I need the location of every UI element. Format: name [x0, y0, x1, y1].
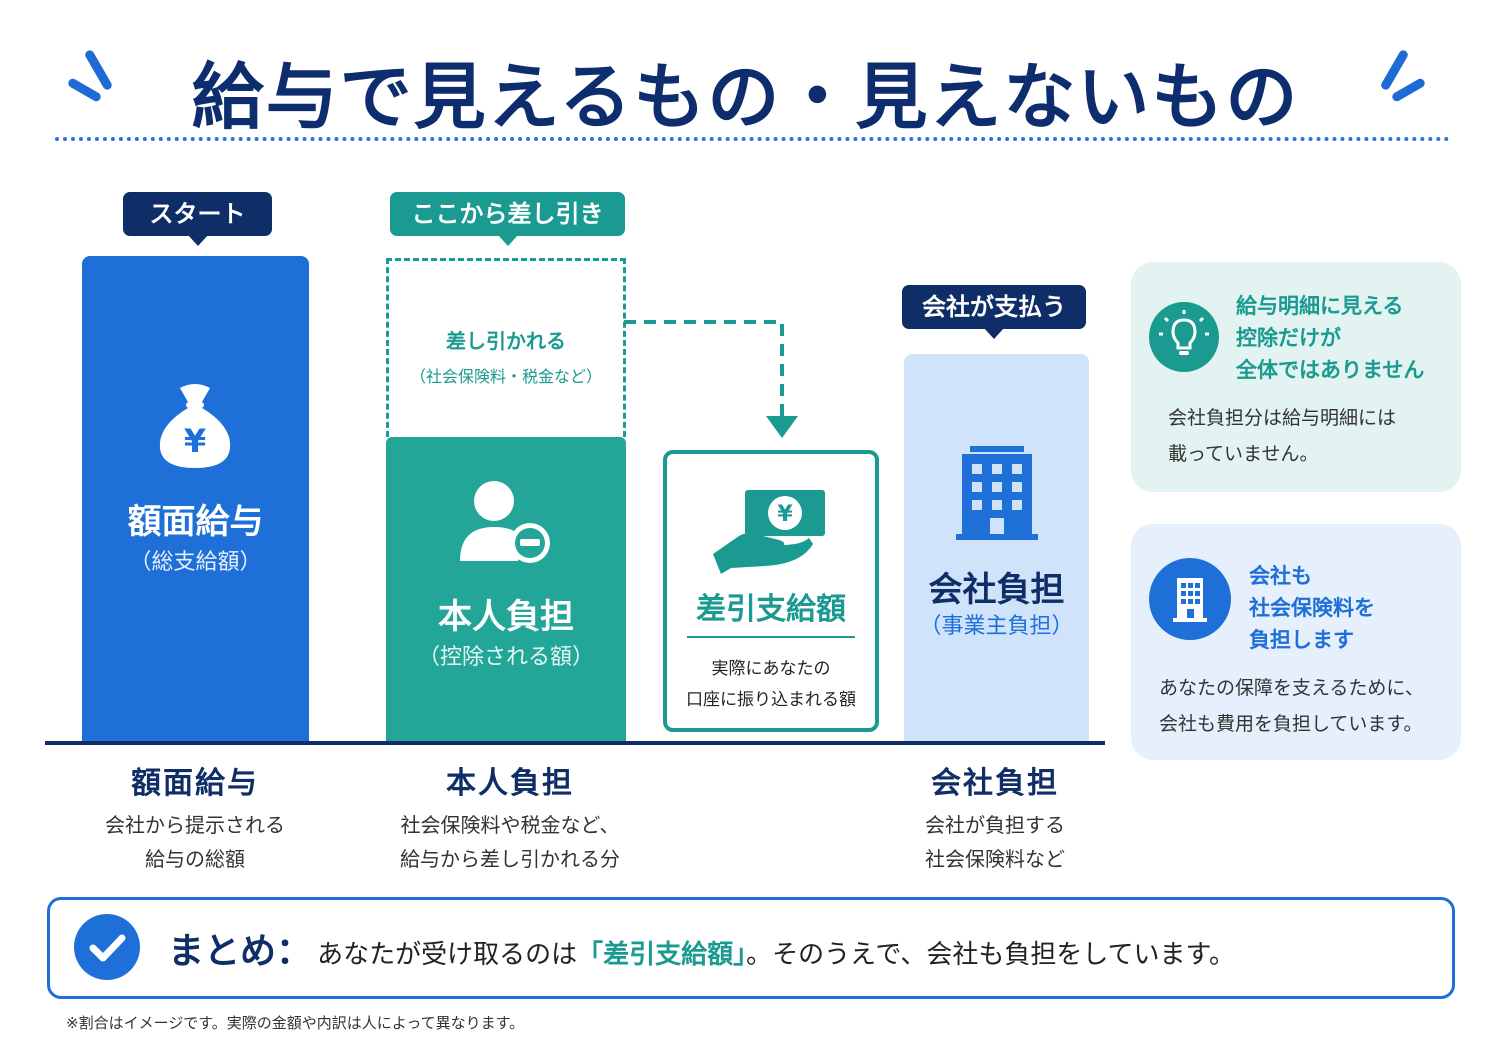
person-minus-icon — [460, 481, 550, 563]
caption-gross-line1: 会社から提示される — [105, 813, 285, 837]
caption-company-line1: 会社が負担する — [925, 813, 1065, 837]
tag-deduct-label: ここから差し引き — [411, 200, 604, 228]
info-card-company: 会社も 社会保険料を 負担します あなたの保障を支えるために、 会社も費用を負担… — [1131, 524, 1461, 760]
gross-label: 額面給与 — [127, 502, 264, 542]
net-label: 差引支給額 — [696, 592, 846, 627]
caption-personal-title: 本人負担 — [446, 766, 574, 801]
summary-box: まとめ： あなたが受け取るのは「差引支給額」。そのうえで、会社も負担をしています… — [47, 897, 1455, 999]
summary-text-post: 。そのうえで、会社も負担をしています。 — [746, 940, 1235, 970]
card1-head-3: 全体ではありません — [1236, 358, 1425, 382]
net-desc-2: 口座に振り込まれる額 — [686, 690, 856, 710]
personal-sub: （控除される額） — [417, 645, 594, 670]
company-label: 会社負担 — [928, 570, 1065, 610]
caption-company-line2: 社会保険料など — [925, 847, 1065, 871]
card1-body: 会社負担分は給与明細には 載っていません。 — [1168, 400, 1396, 472]
gross-sub: （総支給額） — [129, 550, 262, 575]
deducted-label: 差し引かれる — [446, 329, 566, 353]
card2-head-2: 社会保険料を — [1249, 596, 1375, 620]
baseline — [45, 741, 1105, 745]
check-circle-icon — [74, 914, 140, 980]
card2-head-3: 負担します — [1249, 628, 1354, 652]
card1-head: 給与明細に見える 控除だけが 全体ではありません — [1236, 290, 1424, 386]
money-bag-yen-icon: ¥ — [159, 384, 231, 468]
card2-head: 会社も 社会保険料を 負担します — [1249, 560, 1375, 656]
deducted-sub: （社会保険料・税金など） — [409, 367, 602, 386]
card2-body: あなたの保障を支えるために、 会社も費用を負担しています。 — [1159, 670, 1424, 742]
info-card-payslip: 給与明細に見える 控除だけが 全体ではありません 会社負担分は給与明細には 載っ… — [1131, 262, 1461, 492]
bar-personal: 本人負担 （控除される額） — [386, 437, 626, 744]
tag-company-pays-label: 会社が支払う — [922, 293, 1066, 321]
title-divider — [55, 137, 1450, 141]
card1-body-2: 載っていません。 — [1168, 443, 1319, 465]
tag-company-pays: 会社が支払う — [902, 285, 1086, 339]
summary-highlight: 「差引支給額」 — [577, 940, 747, 970]
company-sub: （事業主負担） — [919, 614, 1074, 639]
personal-label: 本人負担 — [438, 597, 574, 637]
tag-start-label: スタート — [149, 200, 246, 228]
svg-text:¥: ¥ — [184, 422, 206, 460]
caption-personal-line1: 社会保険料や税金など、 — [400, 813, 620, 837]
net-pay-box: ¥ 差引支給額 実際にあなたの 口座に振り込まれる額 — [663, 450, 879, 732]
summary-label: まとめ： — [168, 931, 313, 972]
summary-text-pre: あなたが受け取るのは — [317, 940, 578, 970]
page-title: 給与で見えるもの・見えないもの — [191, 55, 1300, 139]
hand-money-yen-icon: ¥ — [713, 490, 825, 574]
caption-personal-line2: 給与から差し引かれる分 — [400, 847, 620, 871]
bar-company: 会社負担 （事業主負担） — [904, 354, 1089, 744]
bar-gross: ¥ 額面給与 （総支給額） — [82, 256, 309, 744]
svg-text:¥: ¥ — [777, 502, 793, 527]
caption-gross: 額面給与 会社から提示される 給与の総額 — [60, 758, 330, 876]
deducted-area: 差し引かれる （社会保険料・税金など） — [386, 258, 626, 437]
card1-body-1: 会社負担分は給与明細には — [1168, 407, 1397, 429]
card1-head-1: 給与明細に見える — [1236, 294, 1404, 318]
card2-body-1: あなたの保障を支えるために、 — [1159, 677, 1424, 699]
card2-body-2: 会社も費用を負担しています。 — [1159, 713, 1423, 735]
building-icon — [956, 446, 1038, 540]
tag-deduct: ここから差し引き — [390, 192, 625, 246]
net-divider — [687, 636, 855, 638]
tag-start: スタート — [123, 192, 272, 246]
summary-line: まとめ： あなたが受け取るのは「差引支給額」。そのうえで、会社も負担をしています… — [168, 922, 1235, 974]
caption-personal: 本人負担 社会保険料や税金など、 給与から差し引かれる分 — [370, 758, 650, 876]
card2-head-1: 会社も — [1249, 564, 1312, 588]
lightbulb-icon — [1149, 302, 1219, 372]
deduct-arrow — [624, 320, 798, 438]
caption-gross-title: 額面給与 — [131, 766, 259, 801]
card1-head-2: 控除だけが — [1236, 326, 1341, 350]
caption-gross-line2: 給与の総額 — [145, 847, 245, 871]
building-icon — [1149, 558, 1231, 640]
caption-company: 会社負担 会社が負担する 社会保険料など — [860, 758, 1130, 876]
net-desc-1: 実際にあなたの — [711, 659, 831, 679]
caption-company-title: 会社負担 — [931, 766, 1059, 801]
footnote: ※割合はイメージです。実際の金額や内訳は人によって異なります。 — [66, 1014, 525, 1032]
